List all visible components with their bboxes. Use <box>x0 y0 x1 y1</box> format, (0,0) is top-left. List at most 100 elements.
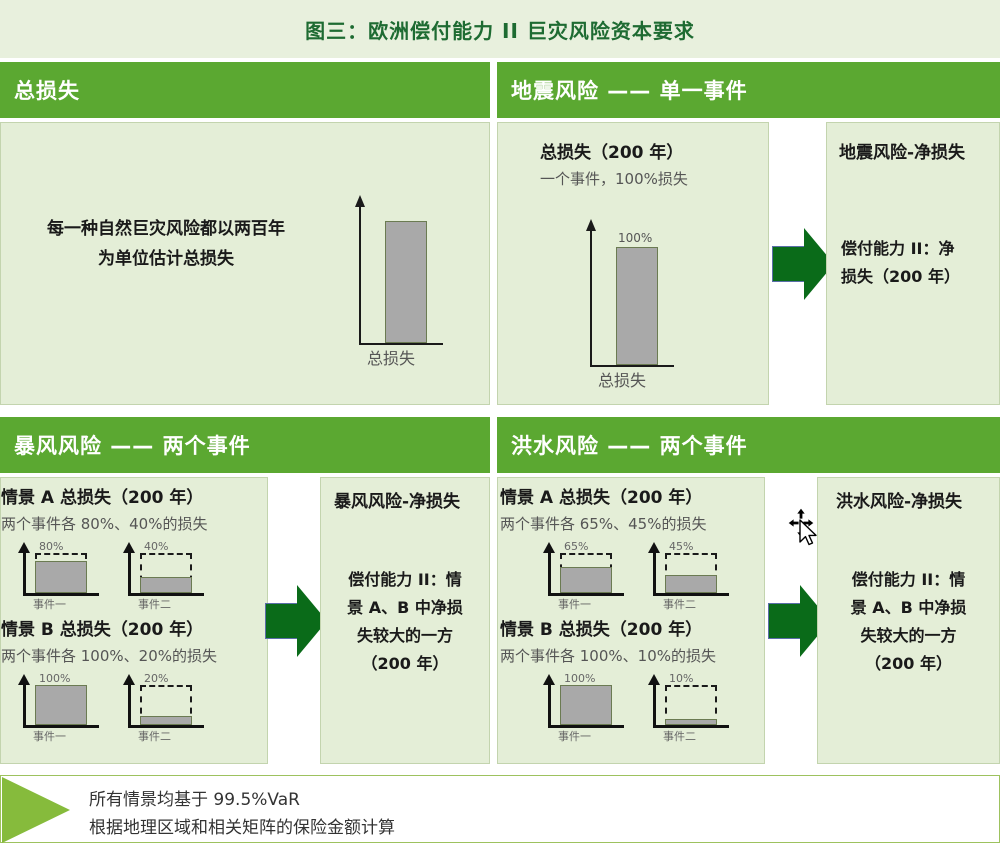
earthquake-gross-title: 总损失（200 年） <box>540 143 684 163</box>
footer-line2: 根据地理区域和相关矩阵的保险金额计算 <box>89 818 395 839</box>
chart-bar-value-label: 100% <box>564 672 596 685</box>
chart-bar-label: 事件一 <box>33 598 66 611</box>
minichart-storm-b-event1: 100% 事件一 <box>9 672 109 744</box>
arrow-shaft <box>768 603 802 639</box>
chart-axis <box>653 684 656 728</box>
minichart-storm-a-event2: 40% 事件二 <box>114 540 214 612</box>
card-earthquake-gross: 总损失（200 年） 一个事件，100%损失 100% 总损失 <box>497 122 769 405</box>
storm-scenario-b-subtitle: 两个事件各 100%、20%的损失 <box>1 647 217 665</box>
chart-axis <box>359 205 361 345</box>
flood-scenario-a-subtitle: 两个事件各 65%、45%的损失 <box>500 515 707 533</box>
flood-net-body: 偿付能力 II：情 景 A、B 中净损 失较大的一方 （200 年） <box>818 566 999 678</box>
chart-bar <box>665 719 717 725</box>
chart-bar <box>140 716 192 725</box>
chart-axis <box>548 684 551 728</box>
chart-bar-value-label: 20% <box>144 672 169 685</box>
total-loss-note-line2: 为单位估计总损失 <box>98 248 234 269</box>
chart-bar-value-label: 40% <box>144 540 169 553</box>
chart-bar-label: 事件二 <box>138 598 171 611</box>
mouse-cursor-move-icon <box>787 507 826 550</box>
chart-axis-arrow-icon <box>355 195 365 207</box>
chart-bar-label: 事件一 <box>558 730 591 743</box>
arrow-shaft <box>772 246 806 282</box>
chart-axis-arrow-icon <box>123 542 135 553</box>
earthquake-net-body: 偿付能力 II：净 损失（200 年） <box>827 235 999 291</box>
chart-axis <box>128 552 131 596</box>
chart-baseline <box>548 593 624 596</box>
chart-axis-arrow-icon <box>648 542 660 553</box>
quadrant-header-storm: 暴风风险 —— 两个事件 <box>0 417 490 473</box>
footer-banner: 所有情景均基于 99.5%VaR 根据地理区域和相关矩阵的保险金额计算 <box>0 775 1000 843</box>
card-total-loss: 每一种自然巨灾风险都以两百年 为单位估计总损失 总损失 <box>0 122 490 405</box>
chart-bar-label: 事件一 <box>558 598 591 611</box>
chart-axis-arrow-icon <box>123 674 135 685</box>
quadrant-header-flood: 洪水风险 —— 两个事件 <box>497 417 1000 473</box>
chart-axis-arrow-icon <box>543 674 555 685</box>
earthquake-gross-subtitle: 一个事件，100%损失 <box>540 170 688 188</box>
chart-baseline <box>548 725 624 728</box>
card-flood-net: 洪水风险-净损失 偿付能力 II：情 景 A、B 中净损 失较大的一方 （200… <box>817 477 1000 764</box>
storm-scenario-a-subtitle: 两个事件各 80%、40%的损失 <box>1 515 208 533</box>
chart-total-loss: 总损失 <box>355 173 469 368</box>
storm-net-body-line3: 失较大的一方 <box>356 626 453 645</box>
chart-baseline <box>23 725 99 728</box>
chart-bar <box>616 247 658 365</box>
quadrant-header-total-loss: 总损失 <box>0 62 490 118</box>
flood-net-body-line2: 景 A、B 中净损 <box>850 598 967 617</box>
footer-arrow-icon <box>2 777 70 843</box>
chart-bar <box>385 221 427 343</box>
chart-baseline <box>653 593 729 596</box>
card-flood-gross: 情景 A 总损失（200 年） 两个事件各 65%、45%的损失 65% 事件一… <box>497 477 765 764</box>
chart-baseline <box>590 365 674 367</box>
chart-bar-value-label: 65% <box>564 540 589 553</box>
flood-net-body-line4: （200 年） <box>865 654 952 673</box>
flood-scenario-b-title: 情景 B 总损失（200 年） <box>500 620 703 640</box>
chart-bar <box>560 685 612 725</box>
chart-axis <box>23 552 26 596</box>
quadrant-header-total-loss-label: 总损失 <box>14 79 80 103</box>
chart-bar <box>560 567 612 593</box>
chart-axis-arrow-icon <box>18 674 30 685</box>
chart-bar <box>665 575 717 593</box>
chart-axis-arrow-icon <box>543 542 555 553</box>
chart-earthquake: 100% 总损失 <box>586 205 700 390</box>
storm-net-body-line2: 景 A、B 中净损 <box>347 598 463 617</box>
minichart-storm-a-event1: 80% 事件一 <box>9 540 109 612</box>
flow-arrow-storm <box>265 585 327 657</box>
chart-axis-arrow-icon <box>648 674 660 685</box>
card-storm-net: 暴风风险-净损失 偿付能力 II：情 景 A、B 中净损 失较大的一方 （200… <box>320 477 490 764</box>
flood-net-body-line3: 失较大的一方 <box>860 626 957 645</box>
arrow-shaft <box>265 603 299 639</box>
storm-net-body: 偿付能力 II：情 景 A、B 中净损 失较大的一方 （200 年） <box>321 566 489 678</box>
quadrant-header-storm-label: 暴风风险 —— 两个事件 <box>14 434 251 458</box>
chart-baseline <box>128 593 204 596</box>
minichart-flood-a-event1: 65% 事件一 <box>534 540 634 612</box>
chart-bar-label: 总损失 <box>598 371 647 390</box>
quadrant-header-earthquake: 地震风险 —— 单一事件 <box>497 62 1000 118</box>
footer-line1: 所有情景均基于 99.5%VaR <box>89 790 300 810</box>
storm-scenario-a-title: 情景 A 总损失（200 年） <box>1 488 204 508</box>
flood-net-title: 洪水风险-净损失 <box>836 492 963 512</box>
chart-axis <box>653 552 656 596</box>
minichart-flood-b-event1: 100% 事件一 <box>534 672 634 744</box>
chart-axis-arrow-icon <box>586 219 596 231</box>
card-storm-gross: 情景 A 总损失（200 年） 两个事件各 80%、40%的损失 80% 事件一… <box>0 477 268 764</box>
flood-scenario-a-title: 情景 A 总损失（200 年） <box>500 488 703 508</box>
flood-net-body-line1: 偿付能力 II：情 <box>851 570 966 589</box>
chart-bar-value-label: 45% <box>669 540 694 553</box>
chart-axis <box>548 552 551 596</box>
earthquake-net-body-line1: 偿付能力 II：净 <box>841 239 955 258</box>
chart-bar <box>35 685 87 725</box>
minichart-storm-b-event2: 20% 事件二 <box>114 672 214 744</box>
flood-scenario-b-subtitle: 两个事件各 100%、10%的损失 <box>500 647 716 665</box>
storm-net-title: 暴风风险-净损失 <box>334 492 461 512</box>
chart-bar-label: 总损失 <box>367 349 416 368</box>
quadrant-header-flood-label: 洪水风险 —— 两个事件 <box>511 434 748 458</box>
footer-text: 所有情景均基于 99.5%VaR 根据地理区域和相关矩阵的保险金额计算 <box>89 786 395 842</box>
card-earthquake-net: 地震风险-净损失 偿付能力 II：净 损失（200 年） <box>826 122 1000 405</box>
flow-arrow-earthquake <box>772 228 834 300</box>
chart-bar <box>35 561 87 593</box>
chart-baseline <box>128 725 204 728</box>
chart-bar-value-label: 100% <box>39 672 71 685</box>
